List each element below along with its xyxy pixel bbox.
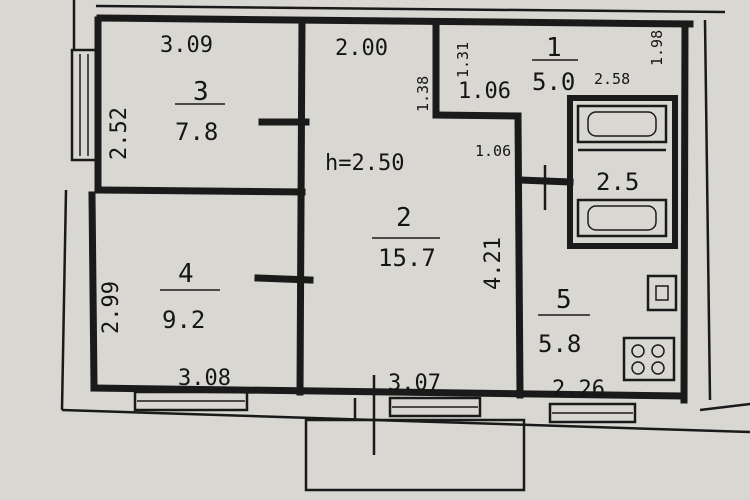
room-1-dim-a: 1.31 xyxy=(454,42,472,78)
room-2-number: 2 xyxy=(396,203,412,233)
bathroom-area: 2.5 xyxy=(596,168,639,196)
room-2-area: 15.7 xyxy=(378,244,436,272)
window-room-2 xyxy=(388,396,482,418)
left-window xyxy=(70,48,98,162)
window-room-4 xyxy=(133,390,249,412)
balcony xyxy=(304,418,526,492)
stove-burner-icon xyxy=(631,361,645,375)
washbasin-inner xyxy=(587,205,657,231)
bathtub-inner xyxy=(587,111,657,137)
room-2-depth: 4.21 xyxy=(481,237,506,290)
inner-walls xyxy=(94,18,678,399)
room-3-depth: 2.52 xyxy=(107,107,132,160)
room-4-number: 4 xyxy=(178,259,194,289)
room-3-width: 3.09 xyxy=(160,33,213,58)
top-wall xyxy=(96,14,694,28)
wall-rooms-3-4-to-2 xyxy=(296,18,306,396)
right-wall-outer-line xyxy=(703,19,712,401)
room-3-area: 7.8 xyxy=(175,118,218,146)
bathtub xyxy=(576,104,668,144)
washbasin xyxy=(576,198,668,238)
stove-burner-icon xyxy=(651,361,665,375)
room-1-dim-e: 2.58 xyxy=(594,70,630,88)
stove-burner-icon xyxy=(651,344,665,358)
left-wall-lower xyxy=(88,191,98,389)
right-wall-stub xyxy=(699,402,750,412)
room-2-width: 3.07 xyxy=(388,371,441,396)
top-wall-outer-line xyxy=(95,4,726,14)
room-1-dim-d: 1.06 xyxy=(475,142,511,160)
door-room-4 xyxy=(254,274,314,284)
bottom-wall xyxy=(90,384,684,400)
room-1-dim-b: 1.38 xyxy=(414,76,432,112)
window-room-5 xyxy=(548,402,637,424)
room-4-width: 3.08 xyxy=(178,366,231,391)
right-wall xyxy=(680,20,689,404)
kitchen-sink xyxy=(646,274,678,312)
bathroom-fixtures xyxy=(576,104,668,238)
room-1-area: 5.0 xyxy=(532,68,575,96)
room-1-number: 1 xyxy=(546,33,562,63)
wall-room-2-step xyxy=(432,111,522,120)
wall-room-2-to-5 xyxy=(514,112,524,399)
room-5-width: 2.26 xyxy=(552,377,605,402)
kitchen-stove xyxy=(622,336,676,382)
room-2-ceiling-height: h=2.50 xyxy=(325,151,404,176)
room-5-number: 5 xyxy=(556,285,572,315)
room-3-number: 3 xyxy=(193,77,209,107)
left-wall-outer-line xyxy=(60,189,68,411)
room-5-area: 5.8 xyxy=(538,330,581,358)
wall-room-3-to-4 xyxy=(94,186,306,196)
room-1-dim-c: 1.06 xyxy=(458,79,511,104)
room-4-area: 9.2 xyxy=(162,306,205,334)
room-4-depth: 2.99 xyxy=(99,281,124,334)
kitchen-sink-bowl xyxy=(655,285,669,301)
bathroom-walls xyxy=(567,95,678,249)
room-2-top-width: 2.00 xyxy=(335,36,388,61)
room-1-dim-f: 1.98 xyxy=(648,30,666,66)
bottom-windows xyxy=(133,390,637,424)
door-markers xyxy=(254,118,574,455)
stove-burner-icon xyxy=(631,344,645,358)
